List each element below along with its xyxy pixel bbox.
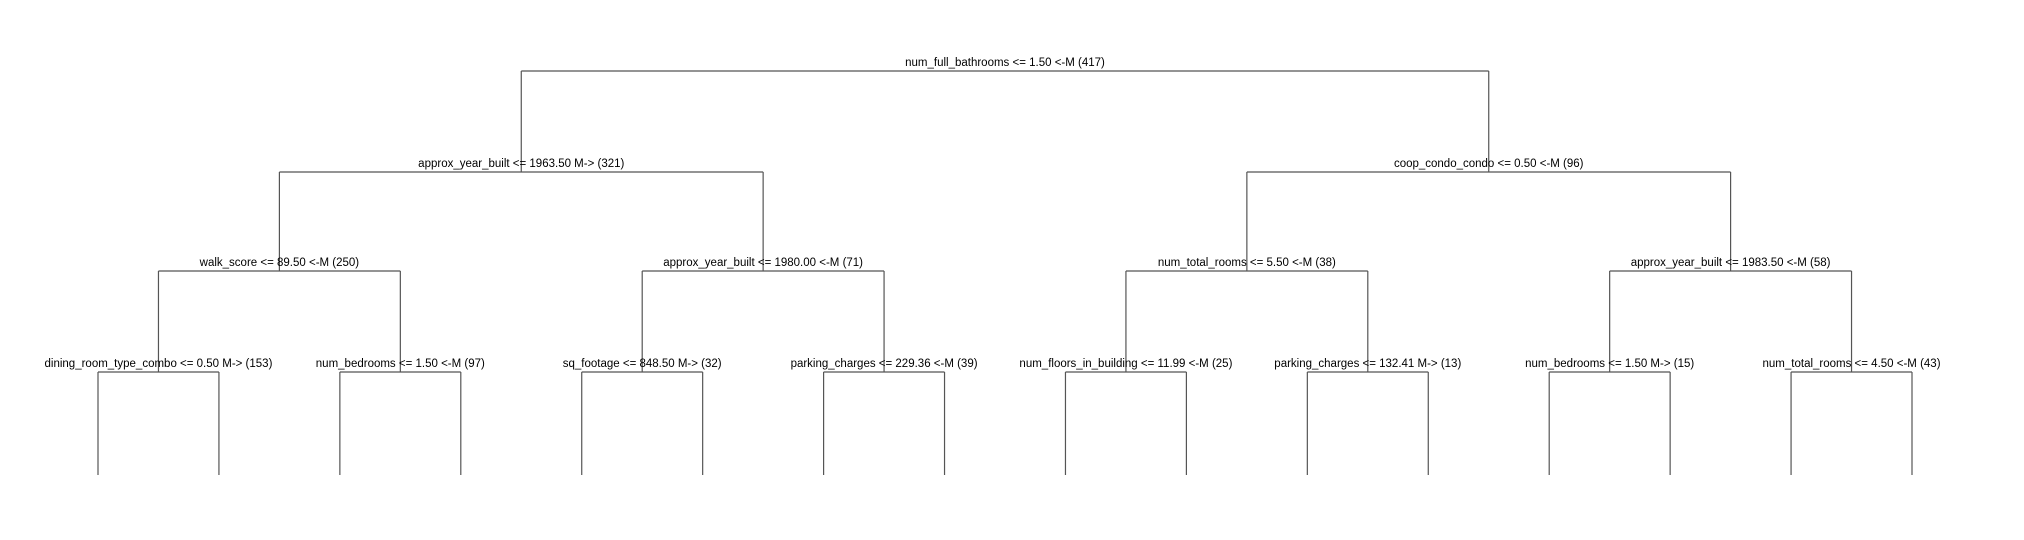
node-d3-3-split-label: parking_charges <= 229.36 <-M (39) [791, 358, 978, 370]
node-d0-0-split-label: num_full_bathrooms <= 1.50 <-M (417) [905, 57, 1105, 69]
node-d2-1-split-label: approx_year_built <= 1980.00 <-M (71) [663, 257, 863, 269]
node-d3-7-split-label: num_total_rooms <= 4.50 <-M (43) [1763, 358, 1941, 370]
node-d2-3-split-label: approx_year_built <= 1983.50 <-M (58) [1631, 257, 1831, 269]
node-d3-1-split-label: num_bedrooms <= 1.50 <-M (97) [316, 358, 485, 370]
node-d3-4-split-label: num_floors_in_building <= 11.99 <-M (25) [1019, 358, 1232, 370]
node-d3-2-split-label: sq_footage <= 848.50 M-> (32) [563, 358, 722, 370]
node-d3-6-split-label: num_bedrooms <= 1.50 M-> (15) [1525, 358, 1694, 370]
node-d1-0-split-label: approx_year_built <= 1963.50 M-> (321) [418, 158, 624, 170]
node-d2-0-split-label: walk_score <= 89.50 <-M (250) [199, 257, 360, 269]
node-d3-5-split-label: parking_charges <= 132.41 M-> (13) [1274, 358, 1461, 370]
node-d1-1-split-label: coop_condo_condo <= 0.50 <-M (96) [1394, 158, 1584, 170]
node-d2-2-split-label: num_total_rooms <= 5.50 <-M (38) [1158, 257, 1336, 269]
node-d3-0-split-label: dining_room_type_combo <= 0.50 M-> (153) [45, 358, 273, 370]
